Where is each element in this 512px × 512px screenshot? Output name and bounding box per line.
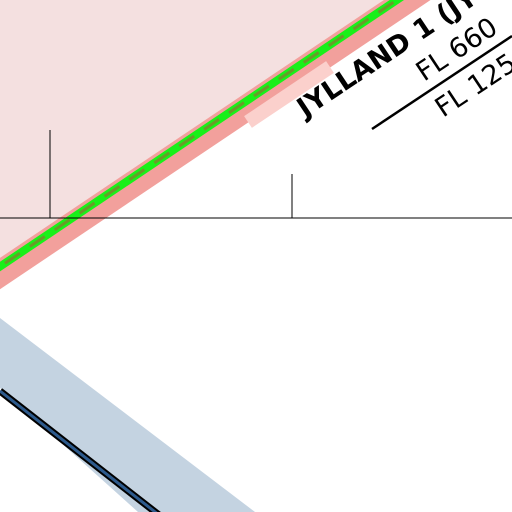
- route-dash: [0, 0, 400, 269]
- airspace-boundary-highlight: [244, 61, 334, 128]
- limit-separator: [371, 34, 512, 131]
- airspace-boundary: [0, 0, 431, 290]
- corridor-band[interactable]: [0, 318, 255, 512]
- corridor-edge: [0, 389, 158, 512]
